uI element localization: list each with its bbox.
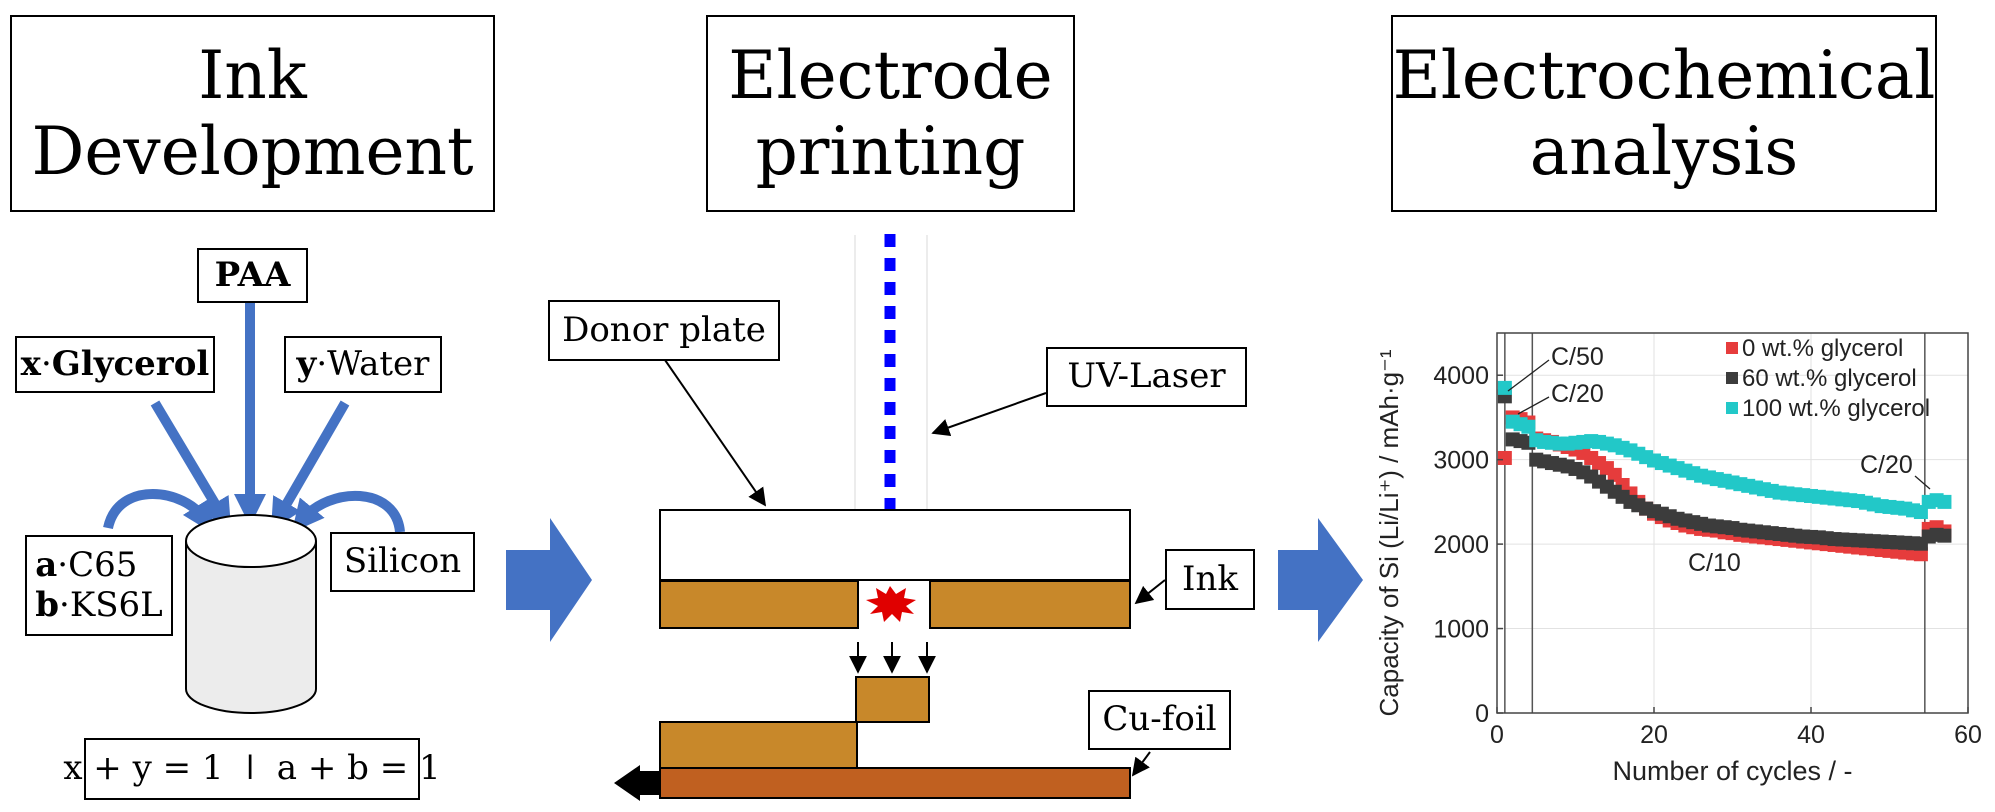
water-label: y·Water [284,336,442,393]
legend-swatch-2 [1726,402,1738,414]
water-arrow [270,400,350,531]
y-tick-label: 4000 [1433,362,1489,390]
data-point-2 [1521,419,1536,434]
data-point-1 [1937,528,1952,543]
silicon-arrow [291,490,405,533]
title-electrode-printing-line-2: printing [755,112,1026,190]
x-tick-label: 40 [1797,721,1825,749]
annotation-c10: C/10 [1688,549,1741,577]
printed-ink-layer [659,721,858,769]
title-ink-development-line-2: Development [31,112,474,190]
title-electrochemical-analysis-line-1: Electrochemical [1392,37,1936,115]
title-electrochemical-analysis-line-2: analysis [1529,112,1799,190]
y-tick-label: 0 [1475,700,1489,728]
donor-plate-pointer [664,359,767,507]
ink-label: Ink [1165,549,1255,610]
annotation-c50-pointer [1507,359,1550,392]
laser-guide-lines [854,235,928,510]
title-ink-development: Ink Development [10,15,495,212]
composition-equation: x + y = 1 ǀ a + b = 1 [63,738,441,800]
x-tick-label: 20 [1640,721,1668,749]
ink-input-arrows [103,303,405,534]
process-arrow-1 [506,518,592,642]
donor-plate [659,509,1131,581]
laser-flash-icon [866,586,916,622]
donor-plate-label: Donor plate [548,300,780,361]
transfer-arrows [849,642,936,674]
process-arrow-2 [1278,518,1363,642]
legend-swatch-0 [1726,342,1738,354]
y-tick-label: 2000 [1433,531,1489,559]
c65-label: a·C65 [35,545,138,586]
data-point-2 [1937,494,1952,509]
annotation-c20-first-pointer [1517,396,1550,415]
cu-foil-pointer [1131,751,1151,777]
data-point-0 [1497,450,1512,465]
x-tick-label: 0 [1490,721,1504,749]
glycerol-label: x·Glycerol [15,336,215,393]
title-electrochemical-analysis: Electrochemical analysis [1391,15,1937,212]
y-tick-label: 1000 [1433,616,1489,644]
y-tick-label: 3000 [1433,447,1489,475]
annotation-c20-first: C/20 [1551,380,1604,408]
legend-swatch-1 [1726,372,1738,384]
x-axis-label: Number of cycles / - [1612,756,1852,786]
legend-label-2: 100 wt.% glycerol [1742,395,1930,422]
title-ink-development-line-1: Ink [198,37,307,115]
ink-layer-right [929,580,1131,629]
callout-lines [664,359,1166,777]
ks6l-label: b·KS6L [35,584,163,625]
legend-label-1: 60 wt.% glycerol [1742,365,1917,392]
x-tick-label: 60 [1954,721,1982,749]
data-point-2 [1497,380,1512,395]
silicon-label: Silicon [330,532,475,592]
paa-label: PAA [197,248,308,303]
data-point-0 [1913,547,1928,562]
ink-layer-left [659,580,859,629]
title-electrode-printing-line-1: Electrode [728,37,1053,115]
title-electrode-printing: Electrode printing [706,15,1075,212]
annotation-c50: C/50 [1551,343,1604,371]
ink-pointer [1134,579,1166,605]
annotation-c20-last-pointer [1914,475,1931,490]
uv-laser-label: UV-Laser [1046,347,1247,407]
legend-label-0: 0 wt.% glycerol [1742,335,1903,362]
uv-laser-pointer [931,392,1047,437]
annotation-c20-last: C/20 [1860,451,1913,479]
plot-frame [1496,332,1969,714]
transferred-ink-voxel [855,676,930,723]
cu-foil-substrate [659,767,1131,799]
y-axis-label: Capacity of Si (Li/Li⁺) / mAh·g⁻¹ [1374,349,1404,716]
mixing-beaker [185,514,317,714]
carbon-additives-label: a·C65 b·KS6L [25,535,173,636]
cu-foil-label: Cu-foil [1088,690,1231,750]
carbon-arrow [103,489,214,534]
foil-movement-arrow [614,765,660,801]
